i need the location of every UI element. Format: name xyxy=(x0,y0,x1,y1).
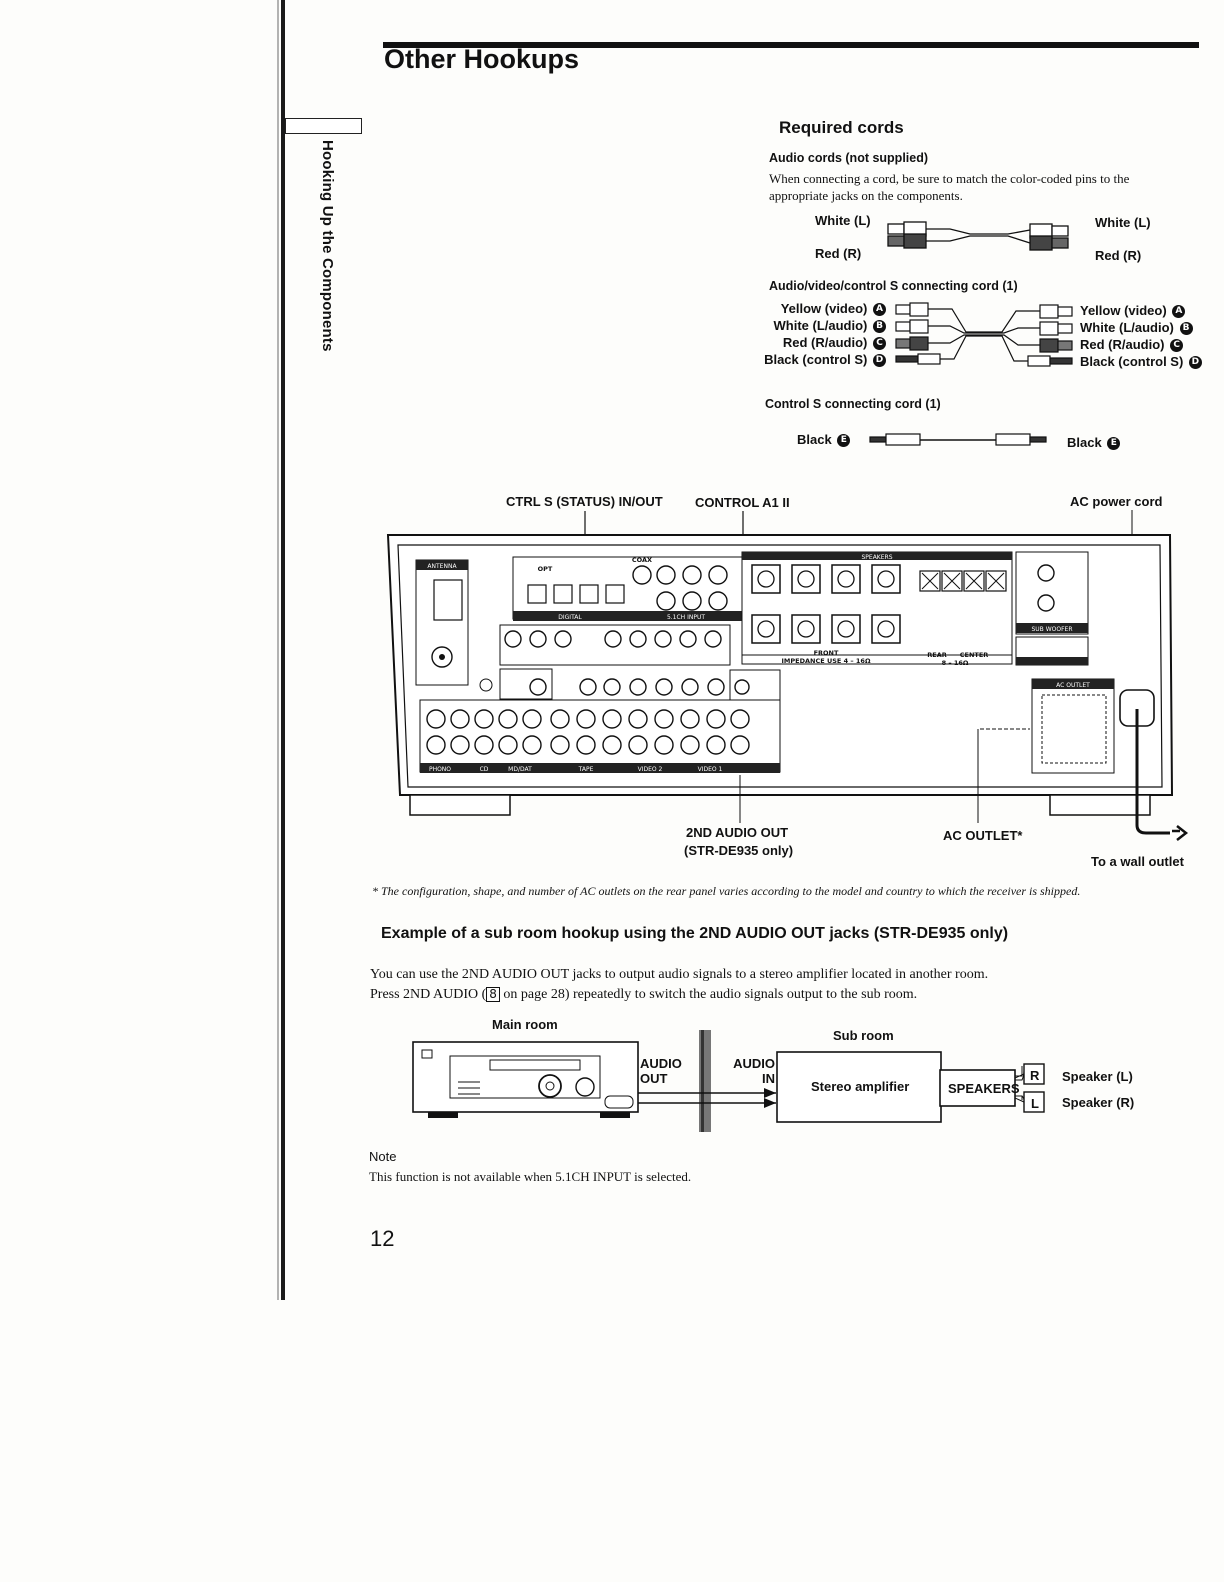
panel-label-front: FRONT xyxy=(814,649,839,657)
av-pin-black-left: Black (control S) D xyxy=(740,352,888,368)
panel-label-rear: REAR xyxy=(927,651,946,659)
main-room-label: Main room xyxy=(492,1017,558,1032)
panel-label-impedance2: 8 – 16Ω xyxy=(942,659,969,667)
speaker-terminal-l: L xyxy=(1031,1096,1039,1111)
side-section-title: Hooking Up the Components xyxy=(319,140,336,352)
control-s-cord-illustration xyxy=(869,433,1047,446)
receiver-rear-panel-illustration: ANTENNA SPEAKERS DIGITAL 5.1CH INPUT SUB… xyxy=(386,510,1189,841)
panel-label-coax: COAX xyxy=(632,556,652,564)
panel-label-digital: DIGITAL xyxy=(558,614,582,621)
panel-label-video1: VIDEO 1 xyxy=(698,766,723,773)
panel-label-woofer: SUB WOOFER xyxy=(1031,626,1072,633)
panel-label-center: CENTER xyxy=(960,651,989,659)
heading-rule xyxy=(383,42,1199,48)
audio-cord-illustration xyxy=(887,221,1069,251)
av-pin-red-right: Red (R/audio) C xyxy=(1080,337,1185,353)
callout-ctrl-s: CTRL S (STATUS) IN/OUT xyxy=(506,494,663,509)
callout-control-a1: CONTROL A1 II xyxy=(695,495,790,510)
binding-edge xyxy=(277,0,279,1300)
av-pin-yellow-right: Yellow (video) A xyxy=(1080,303,1187,319)
audio-left-white: White (L) xyxy=(815,213,871,228)
sub-room-hookup-diagram xyxy=(412,1030,1045,1132)
callout-wall-outlet: To a wall outlet xyxy=(1091,854,1184,869)
panel-label-speakers: SPEAKERS xyxy=(861,554,892,561)
panel-label-input: 5.1CH INPUT xyxy=(667,614,705,621)
stereo-amplifier-label: Stereo amplifier xyxy=(811,1079,910,1094)
panel-label-phono: PHONO xyxy=(429,766,451,773)
required-cords-title: Required cords xyxy=(779,118,904,137)
note-text: This function is not available when 5.1C… xyxy=(369,1169,692,1184)
panel-label-cd: CD xyxy=(480,766,489,773)
example-description-line2: Press 2ND AUDIO (8 on page 28) repeatedl… xyxy=(370,987,918,1002)
amplifier-speakers-label: SPEAKERS xyxy=(948,1081,1020,1096)
section-tab-marker xyxy=(285,118,362,134)
example-title: Example of a sub room hookup using the 2… xyxy=(381,925,1009,942)
panel-label-impedance: IMPEDANCE USE 4 – 16Ω xyxy=(782,657,871,665)
av-pin-yellow-left: Yellow (video) A xyxy=(740,301,888,317)
av-cord-illustration xyxy=(895,302,1073,367)
panel-label-ac-outlet: AC OUTLET xyxy=(1056,682,1090,689)
callout-ac-outlet: AC OUTLET* xyxy=(943,828,1023,843)
footnote: * The configuration, shape, and number o… xyxy=(372,884,1081,898)
panel-label-mdsat: MD/DAT xyxy=(508,766,532,773)
av-pin-black-right: Black (control S) D xyxy=(1080,354,1204,370)
speaker-right-label: Speaker (R) xyxy=(1062,1095,1135,1110)
speaker-terminal-r: R xyxy=(1030,1068,1040,1083)
panel-label-tape: TAPE xyxy=(578,766,594,773)
sub-room-label: Sub room xyxy=(833,1028,894,1043)
speaker-left-label: Speaker (L) xyxy=(1062,1069,1133,1084)
control-s-pin-left: Black E xyxy=(797,432,852,448)
callout-2nd-audio-out: 2ND AUDIO OUT xyxy=(686,825,789,840)
panel-label-video2: VIDEO 2 xyxy=(638,766,663,773)
panel-label-opt: OPT xyxy=(538,565,553,573)
control-s-cord-title: Control S connecting cord (1) xyxy=(765,397,941,411)
av-pin-red-left: Red (R/audio) C xyxy=(740,335,888,351)
control-s-pin-right: Black E xyxy=(1067,435,1122,451)
audio-right-white: White (L) xyxy=(1095,215,1151,230)
callout-ac-power-cord: AC power cord xyxy=(1070,494,1163,509)
audio-cords-description: When connecting a cord, be sure to match… xyxy=(769,171,1130,203)
audio-cords-title: Audio cords (not supplied) xyxy=(769,151,929,165)
av-pin-white-left: White (L/audio) B xyxy=(740,318,888,334)
page-title: Other Hookups xyxy=(384,44,580,74)
audio-right-red: Red (R) xyxy=(1095,248,1142,263)
binding-edge xyxy=(281,0,285,1300)
key-number-box: 8 xyxy=(486,987,500,1002)
audio-left-red: Red (R) xyxy=(815,246,862,261)
page-number: 12 xyxy=(370,1226,395,1251)
note-title: Note xyxy=(369,1149,397,1164)
av-cord-title: Audio/video/control S connecting cord (1… xyxy=(769,279,1018,293)
callout-2nd-audio-out-note: (STR-DE935 only) xyxy=(684,843,794,858)
example-description-line1: You can use the 2ND AUDIO OUT jacks to o… xyxy=(370,967,989,982)
panel-label-antenna: ANTENNA xyxy=(427,563,457,570)
av-pin-white-right: White (L/audio) B xyxy=(1080,320,1195,336)
